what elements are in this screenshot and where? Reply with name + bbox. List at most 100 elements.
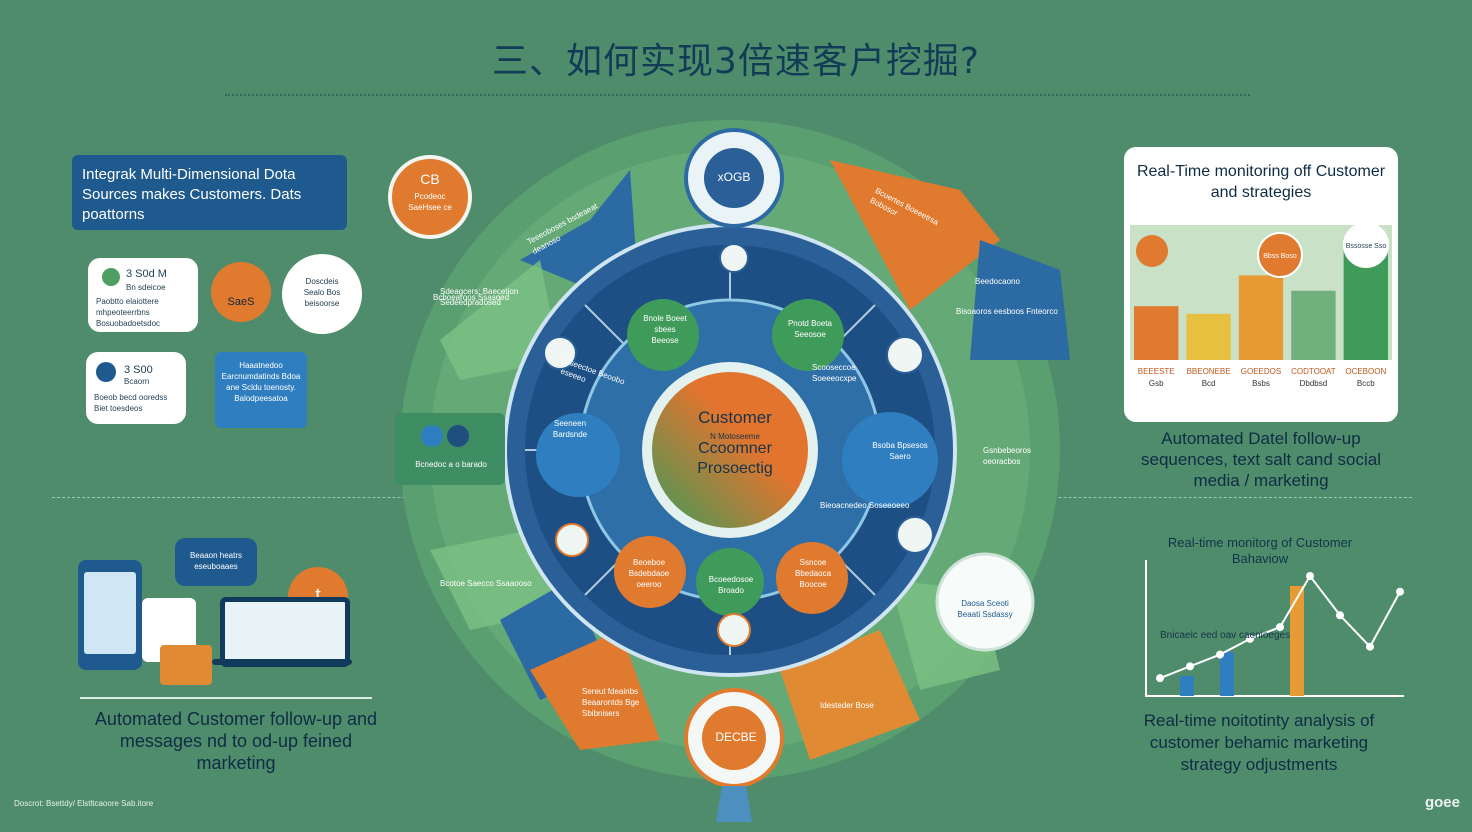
line-chart-point-3 — [1246, 634, 1254, 643]
teal-box-icon-1 — [421, 425, 443, 447]
teal-box: Bcnedoc a o barado — [395, 413, 505, 485]
bar-chart: BEEESTEGsbBBEONEBEBcdGOEEDOSBsbsCODTOOAT… — [1130, 225, 1392, 388]
source-icon-2 — [96, 362, 116, 382]
bar-value-label-4: Bccb — [1357, 379, 1375, 388]
scope-badge: SaeS — [211, 262, 271, 322]
center-label-3: Ccoomner — [698, 440, 772, 457]
line-chart-bar-0 — [1180, 676, 1194, 696]
line-chart-bar-1 — [1220, 652, 1234, 696]
center-circle — [652, 372, 808, 528]
orange-badge-big: CB — [420, 171, 440, 187]
bar-callout-text-1: Bssosse Sso — [1346, 243, 1387, 250]
line-chart-point-0 — [1156, 674, 1164, 683]
source-card-1-lines: Paobtto elaiottere mhpeoteerrbns Bosuoba… — [96, 297, 161, 328]
fox-icon — [1136, 235, 1168, 267]
blue-note-text: Haaatnedoo Earcnumdatinds Bdoa ane Scldu… — [221, 361, 301, 403]
bar-1 — [1186, 313, 1231, 360]
inner-label-3: Seeneen Bardsnde — [552, 419, 588, 439]
prospecting-wheel — [400, 120, 1070, 822]
chat-bubble: Beaaon heatrs eseuboaaes — [175, 538, 257, 586]
source-card-1: 3 S0d M Bn sdeicoe Paobtto elaiottere mh… — [88, 258, 198, 332]
bar-callout-0 — [1257, 232, 1303, 278]
orange-badge: CB Pcodeoc SaeHsee ce — [388, 155, 472, 239]
line-chart-point-6 — [1336, 611, 1344, 620]
center-label-4: Prosoectig — [697, 460, 773, 477]
orange-icon-label: t — [315, 585, 321, 607]
inner-label-2: Pnotd Boeta Seeosoe — [787, 319, 833, 339]
left-bottom-rule — [80, 697, 372, 699]
footer-logo: goee — [1424, 794, 1460, 811]
bar-2 — [1238, 275, 1284, 360]
outer-segment-orange-1 — [830, 160, 1000, 310]
laptop-device — [220, 597, 350, 667]
segment-label-5: Bcotoe Saecco Ssaaooso — [440, 579, 532, 588]
page-title: 三、如何实现3倍速客户挖掘? — [491, 41, 980, 82]
outer-note-2: Bieoacnedeo Soseeoeeo — [820, 501, 910, 510]
source-card-2: 3 S00 Bcaorn Boeob becd ooredss Biet toe… — [86, 352, 186, 424]
line-chart-point-2 — [1216, 650, 1224, 659]
outer-segment-blue-2 — [970, 240, 1070, 360]
line-chart-point-4 — [1276, 623, 1284, 632]
integrate-box-text: Integrak Multi-Dimensional Dota Sources … — [82, 166, 302, 223]
inner-label-4: Bsoba Bpsesos Saero — [872, 441, 928, 461]
source-card-1-sub: Bn sdeicoe — [126, 283, 166, 292]
bar-category-1: BBEONEBE — [1187, 367, 1231, 376]
right-white-card: Daosa Sceoti Beaati Ssdassy — [957, 599, 1013, 619]
bar-callout-1 — [1343, 225, 1389, 268]
small-card-device — [160, 645, 212, 685]
segment-label-7: Idesteder Bose — [820, 701, 874, 710]
line-chart-point-5 — [1306, 572, 1314, 580]
inner-label-1: Bnole Boeet sbees Beeose — [643, 314, 687, 345]
segment-label-3: Bisoaoros eesboos Fnteorco — [956, 307, 1058, 316]
segment-label-4: Bcboearoos Ssasoed — [433, 293, 510, 302]
inner-label-5: Beoeboe Bsdebdaoe oeeroo — [628, 558, 670, 589]
source-icon-1 — [102, 268, 120, 286]
source-card-2-sub: Bcaorn — [124, 377, 150, 386]
outer-segment-orange-2 — [530, 630, 660, 750]
bar-value-label-0: Gsb — [1149, 379, 1164, 388]
bar-category-2: GOEEDOS — [1241, 367, 1281, 376]
outer-note-3: Beedocaono — [975, 277, 1020, 286]
orange-badge-small: Pcodeoc SaeHsee ce — [408, 192, 452, 212]
phone-device — [78, 560, 142, 670]
bar-callout-text-0: Bbss Boso — [1263, 253, 1297, 260]
top-badge: xOGB — [717, 170, 751, 184]
left-bottom-caption: Automated Customer follow-up and message… — [94, 709, 378, 773]
line-chart-point-8 — [1396, 587, 1404, 596]
teal-box-text: Bcnedoc a o barado — [415, 460, 487, 469]
phone-screen — [84, 572, 136, 654]
laptop-base — [212, 659, 352, 665]
monitoring-card-title: Real-Time monitoring off Customer and st… — [1136, 163, 1386, 201]
bubble-1: Doscdeis Sealo Bos beisoorse — [282, 254, 362, 334]
segment-label-6: Sereut fdeainbs Beaarontds Bge Sbibniser… — [582, 687, 640, 718]
chat-bubble-text: Beaaon heatrs eseuboaaes — [189, 551, 243, 571]
integrate-box: Integrak Multi-Dimensional Dota Sources … — [72, 155, 347, 230]
source-card-2-title: 3 S00 — [124, 364, 153, 376]
right-caption-1: Automated Datel follow-up sequences, tex… — [1140, 429, 1382, 490]
bar-0 — [1134, 306, 1179, 360]
scope-badge-label: SaeS — [227, 296, 255, 308]
bar-value-label-2: Bsbs — [1252, 379, 1270, 388]
title-divider — [225, 94, 1250, 96]
bar-category-0: BEEESTE — [1138, 367, 1175, 376]
arrow-note: Sdeagcers: Baecetion Sedeedpradosed — [440, 287, 519, 307]
bar-value-label-3: Dbdbsd — [1300, 379, 1328, 388]
line-chart-note: Bnicaeic eed oav caenioeges — [1160, 630, 1291, 641]
line-chart-point-7 — [1366, 642, 1374, 651]
line-chart-bar-3 — [1290, 586, 1304, 696]
center-label-1: Customer — [698, 408, 772, 427]
monitoring-card: Real-Time monitoring off Customer and st… — [1124, 147, 1398, 422]
source-card-2-lines: Boeob becd ooredss Biet toesdeos — [94, 393, 168, 413]
bar-category-4: OCEBOON — [1345, 367, 1386, 376]
source-card-1-title: 3 S0d M — [126, 268, 167, 280]
segment-label-8: Gsnbebeoros oeoracbos — [983, 446, 1032, 466]
line-chart-axes — [1145, 560, 1404, 697]
footer-source: Doscrot: Bsettdy/ Elstltcaoore Sab.itore — [14, 799, 154, 808]
center-label-2: N Motoseeme — [710, 432, 760, 441]
teal-box-icon-2 — [447, 425, 469, 447]
inner-label-6: Bcoeedosoe Broado — [708, 575, 754, 595]
line-chart-title: Real-time monitorg of Customer Bahaviow — [1167, 535, 1353, 566]
bar-3 — [1291, 290, 1336, 360]
line-chart-point-1 — [1186, 662, 1194, 671]
inner-label-7: Ssncoe Bbedaoca Boocoe — [794, 558, 832, 589]
